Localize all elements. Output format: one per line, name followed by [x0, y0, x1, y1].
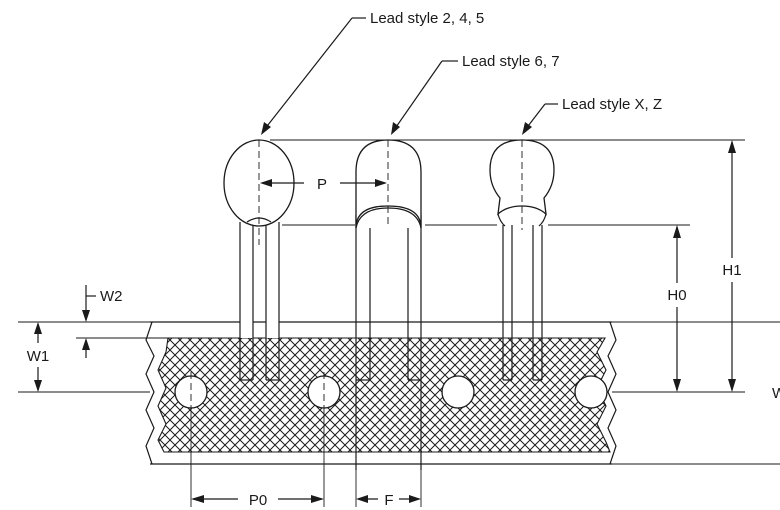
- dim-label-p: P: [317, 176, 327, 193]
- dim-label-w2: W2: [100, 288, 123, 305]
- dimension-f: F: [356, 492, 421, 509]
- capacitor-style-xz: [489, 139, 555, 381]
- dim-label-p0: P0: [249, 492, 267, 509]
- callout-label-style-67: Lead style 6, 7: [462, 53, 560, 70]
- tape-right-break: [607, 321, 617, 465]
- dimension-p: P: [260, 176, 387, 193]
- capacitor-style-67: [355, 139, 422, 470]
- dimension-p0: P0: [191, 492, 324, 509]
- dim-label-w1: W1: [27, 348, 50, 365]
- callout-style-xz: Lead style X, Z: [522, 96, 662, 135]
- dim-label-f: F: [384, 492, 393, 509]
- dimension-w2: W2: [82, 285, 123, 358]
- sprocket-hole: [574, 375, 608, 409]
- tape-left-break: [145, 321, 155, 465]
- callout-label-style-245: Lead style 2, 4, 5: [370, 10, 484, 27]
- dimension-h1: H1: [722, 140, 742, 392]
- sprocket-hole: [174, 375, 208, 409]
- hatched-tape-area: [157, 337, 611, 453]
- dim-label-h0: H0: [667, 287, 686, 304]
- dim-label-h1: H1: [722, 262, 741, 279]
- extension-lines: [18, 139, 780, 507]
- sprocket-hole: [307, 375, 341, 409]
- dim-label-w: W: [772, 385, 780, 402]
- sprocket-hole: [441, 375, 475, 409]
- carrier-tape: [145, 321, 617, 465]
- callout-style-245: Lead style 2, 4, 5: [261, 10, 484, 135]
- dimension-w1: W1: [27, 322, 50, 392]
- dimension-w: W: [772, 385, 780, 402]
- capacitor-body: [355, 139, 422, 229]
- callout-label-style-xz: Lead style X, Z: [562, 96, 662, 113]
- dimension-h0: H0: [667, 225, 687, 392]
- callout-style-67: Lead style 6, 7: [391, 53, 560, 135]
